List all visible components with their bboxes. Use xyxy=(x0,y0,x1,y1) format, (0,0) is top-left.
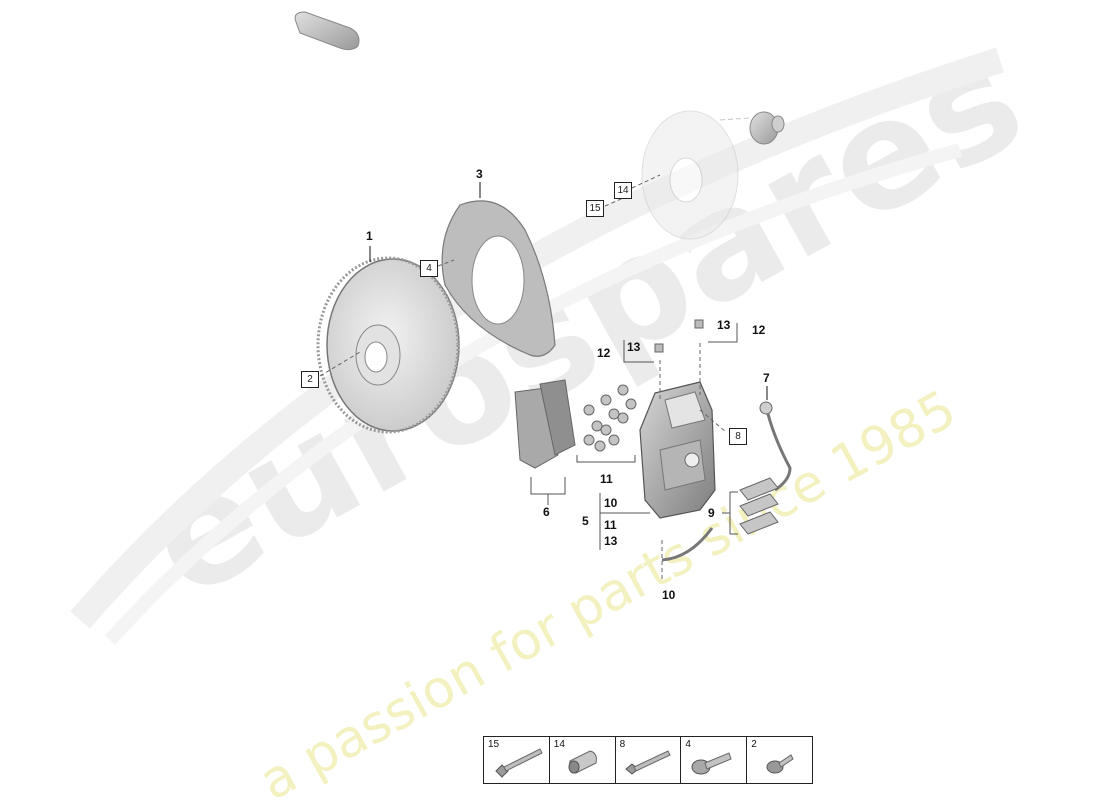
wear-sensors xyxy=(739,477,779,535)
bracket-6 xyxy=(530,477,566,495)
hardware-number: 8 xyxy=(619,739,626,750)
brake-hose xyxy=(759,401,792,492)
brake-line xyxy=(661,527,714,562)
boxed-callout-4: 4 xyxy=(420,260,438,277)
callout-11: 11 xyxy=(600,472,613,486)
hardware-number: 4 xyxy=(685,739,691,750)
callout-6: 6 xyxy=(543,505,550,519)
callout-3: 3 xyxy=(476,167,483,181)
hardware-cell: 8 xyxy=(616,737,682,783)
callout-1: 1 xyxy=(366,229,373,243)
bracket-11 xyxy=(576,455,636,463)
callout-10-bottom: 10 xyxy=(662,588,676,602)
brake-disc xyxy=(316,256,460,434)
callout-5-13: 13 xyxy=(604,534,618,548)
bleeder-screws xyxy=(654,319,704,353)
dust-shield xyxy=(441,200,556,357)
boxed-callout-15: 15 xyxy=(586,200,604,217)
sleeve-icon xyxy=(568,750,597,774)
callout-13-right: 13 xyxy=(717,318,731,332)
ghost-disc xyxy=(641,110,751,240)
brake-caliper xyxy=(639,381,716,519)
bolt-icon xyxy=(624,750,671,775)
callout-5-11: 11 xyxy=(604,518,617,532)
callout-9: 9 xyxy=(708,506,715,520)
hardware-cell: 2 xyxy=(747,737,812,783)
callout-12-left: 12 xyxy=(597,346,611,360)
callout-5: 5 xyxy=(582,514,589,528)
hardware-cell: 14 xyxy=(550,737,616,783)
hardware-number: 14 xyxy=(553,739,565,750)
callout-5-10: 10 xyxy=(604,496,618,510)
bracket-9 xyxy=(722,491,738,535)
countersunk-screw-icon xyxy=(766,754,794,774)
boxed-callout-8: 8 xyxy=(729,428,747,445)
callout-7: 7 xyxy=(763,371,770,385)
flange-bolt-icon xyxy=(691,752,733,775)
hardware-table: 15 14 8 4 xyxy=(483,736,813,784)
hardware-cell: 15 xyxy=(484,737,550,783)
watermark-swoosh xyxy=(104,143,962,645)
bracket-12-left xyxy=(623,340,654,363)
boxed-callout-14: 14 xyxy=(614,182,632,199)
wheel-hub xyxy=(749,111,785,145)
hardware-number: 15 xyxy=(488,739,500,750)
callout-13-left: 13 xyxy=(627,340,641,354)
long-bolt-icon xyxy=(495,748,543,778)
hardware-cell: 4 xyxy=(681,737,748,783)
callout-12-right: 12 xyxy=(752,323,766,337)
boxed-callout-2: 2 xyxy=(301,371,319,388)
hardware-number: 2 xyxy=(751,739,757,750)
pill-part xyxy=(294,11,360,51)
bracket-12-right xyxy=(708,323,738,343)
brake-pads xyxy=(514,379,576,469)
washers xyxy=(583,384,637,452)
